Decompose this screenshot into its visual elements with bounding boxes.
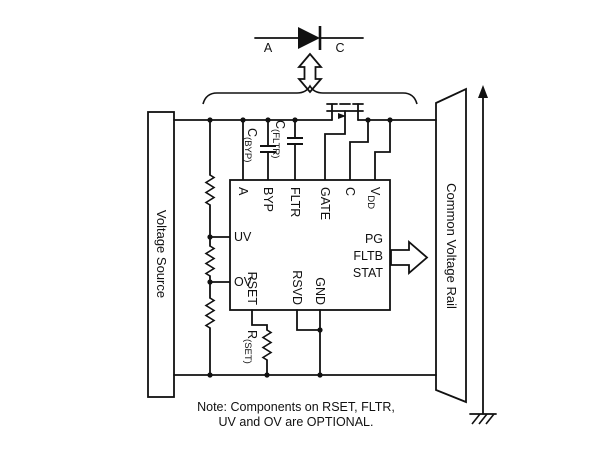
current-direction-arrow — [478, 85, 488, 415]
ground-symbol-icon — [469, 413, 497, 425]
pin-label-pg: PG — [365, 232, 383, 246]
pin-label-a: A — [236, 187, 250, 196]
note-line-1: Note: Components on RSET, FLTR, — [197, 400, 395, 414]
pin-label-gate: GATE — [318, 187, 332, 220]
diode-symbol: A C — [254, 26, 364, 55]
pin-label-rset: RSET — [245, 272, 259, 306]
pin-label-gnd: GND — [313, 277, 327, 305]
cathode-sense-wire — [349, 119, 369, 181]
pin-label-fltr: FLTR — [288, 187, 302, 217]
common-voltage-rail-box: Common Voltage Rail — [435, 87, 467, 404]
uv-ov-resistor-divider — [204, 119, 231, 376]
mosfet-symbol — [324, 103, 364, 181]
filter-cap-label: C(FLTR) — [270, 120, 287, 158]
voltage-source-box: Voltage Source — [147, 111, 175, 398]
pin-label-byp: BYP — [261, 187, 275, 212]
pin-label-c: C — [343, 187, 357, 196]
resistor-bottom — [204, 297, 216, 329]
resistor-top — [204, 174, 216, 206]
diode-cathode-label: C — [335, 41, 344, 55]
voltage-source-label: Voltage Source — [154, 210, 169, 298]
pin-label-uv: UV — [234, 230, 252, 244]
diode-triangle — [298, 27, 320, 49]
brace-icon — [202, 84, 418, 105]
rset-label: R(SET) — [242, 330, 259, 364]
bypass-cap-label: C(BYP) — [242, 128, 259, 162]
ic-body: A BYP FLTR GATE C VDD UV OV RSET RSVD GN… — [229, 179, 391, 311]
diode-anode-label: A — [264, 41, 273, 55]
vdd-wire — [374, 119, 391, 181]
note-text: Note: Components on RSET, FLTR, UV and O… — [197, 400, 395, 429]
rset-resistor: R(SET) — [242, 309, 273, 376]
bypass-capacitor: C(BYP) — [242, 119, 276, 181]
up-arrowhead-icon — [478, 85, 488, 98]
pin-label-fltb: FLTB — [353, 249, 383, 263]
rsvd-wire — [296, 309, 321, 331]
mosfet-arrow-icon — [338, 113, 346, 119]
status-output-arrow-icon — [390, 240, 429, 275]
resistor-middle — [204, 245, 216, 277]
pin-label-rsvd: RSVD — [290, 270, 304, 305]
gate-wire — [324, 110, 346, 181]
equivalence-arrow-icon — [297, 52, 323, 94]
junction-dots — [207, 117, 393, 378]
filter-capacitor: C(FLTR) — [270, 119, 303, 181]
pin-label-vdd: VDD — [365, 187, 382, 209]
common-voltage-rail-label: Common Voltage Rail — [444, 183, 459, 309]
pin-label-ov: OV — [234, 275, 253, 289]
note-line-2: UV and OV are OPTIONAL. — [219, 415, 374, 429]
pin-label-stat: STAT — [353, 266, 383, 280]
